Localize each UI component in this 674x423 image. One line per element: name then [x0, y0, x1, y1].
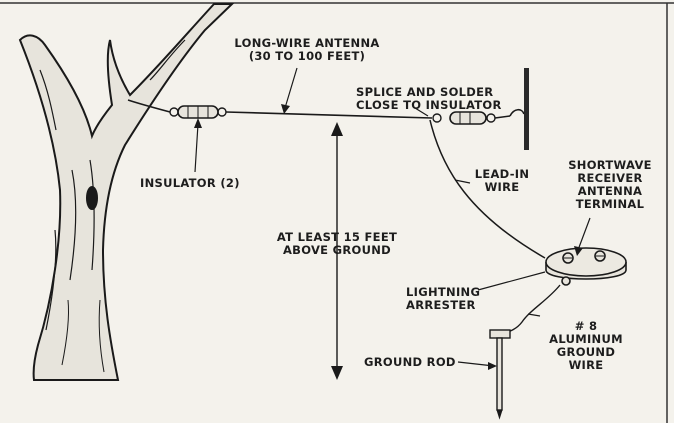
ground-rod-tip	[496, 409, 503, 420]
ground-rod	[489, 329, 511, 420]
lead-in-label-line-2: WIRE	[484, 180, 520, 194]
ground-rod-clamp	[489, 329, 511, 339]
arrester-label: LIGHTNING ARRESTER	[406, 286, 480, 312]
splice-label: SPLICE AND SOLDER CLOSE TO INSULATOR	[356, 86, 502, 112]
antenna-label: LONG-WIRE ANTENNA (30 TO 100 FEET)	[232, 37, 382, 63]
arrester-screw-3	[561, 276, 571, 286]
insulator-right-eye-a	[432, 113, 442, 123]
insulator-left-eye-b	[217, 107, 227, 117]
receiver-leader	[577, 217, 591, 251]
receiver-label-line-3: ANTENNA	[577, 184, 643, 198]
ground-wire-leader	[527, 313, 541, 317]
receiver-label-line-1: SHORTWAVE	[568, 158, 652, 172]
receiver-leader-head	[574, 246, 583, 256]
ground-rod-shaft	[496, 337, 503, 411]
receiver-label-line-2: RECEIVER	[577, 171, 643, 185]
lead-in-label-line-1: LEAD-IN	[474, 167, 530, 181]
lightning-arrester	[545, 247, 627, 286]
tree-bark-1	[69, 169, 77, 281]
ground-rod-label: GROUND ROD	[364, 355, 456, 369]
arrester-label-line-1: LIGHTNING	[406, 285, 481, 299]
tree-bark-5	[39, 69, 57, 131]
long-wire	[225, 111, 433, 119]
ground-wire-label-line-2: ALUMINUM	[549, 332, 623, 346]
arrester-label-line-2: ARRESTER	[406, 298, 476, 312]
ground-wire-label-line-1: # 8	[574, 319, 598, 333]
lead-in-label: LEAD-IN WIRE	[470, 168, 534, 194]
receiver-label-line-4: TERMINAL	[575, 197, 645, 211]
tree-trunk	[18, 3, 235, 381]
hook-wire	[494, 115, 511, 119]
tree-bark-3	[45, 229, 57, 331]
insulator-right	[449, 111, 487, 125]
ground-wire-label-line-4: WIRE	[568, 358, 604, 372]
antenna-label-line-1: LONG-WIRE ANTENNA	[234, 36, 380, 50]
antenna-label-line-2: (30 TO 100 FEET)	[248, 49, 366, 63]
height-label-line-1: AT LEAST 15 FEET	[276, 230, 398, 244]
splice-label-line-2: CLOSE TO INSULATOR	[356, 98, 502, 112]
tree-bark-2	[89, 159, 95, 271]
tree	[18, 3, 235, 381]
ground-rod-leader-head	[488, 362, 497, 370]
ground-wire-label-line-3: GROUND	[556, 345, 616, 359]
height-label: AT LEAST 15 FEET ABOVE GROUND	[267, 231, 407, 257]
insulator-leader-head	[194, 118, 202, 128]
insulator-left-eye-a	[169, 107, 179, 117]
wall-hook	[509, 108, 525, 117]
antenna-leader	[284, 67, 298, 109]
wall-support	[524, 68, 529, 150]
tree-bark-7	[98, 299, 105, 373]
leaders	[194, 67, 591, 370]
tree-bark-4	[149, 39, 186, 81]
insulator-label: INSULATOR (2)	[140, 176, 240, 190]
receiver-label: SHORTWAVE RECEIVER ANTENNA TERMINAL	[560, 159, 660, 211]
insulator-leader	[194, 123, 199, 173]
splice-leader	[414, 107, 429, 117]
antenna-leader-head	[281, 104, 290, 114]
ground-wire-label: # 8 ALUMINUM GROUND WIRE	[538, 320, 634, 372]
arrester-leader	[477, 271, 546, 291]
height-arrow-down	[331, 366, 343, 380]
tree-bark-6	[61, 299, 70, 366]
tree-knot	[86, 186, 98, 210]
tree-tie-wire	[127, 99, 171, 113]
height-dimension	[331, 122, 343, 380]
splice-label-line-1: SPLICE AND SOLDER	[356, 85, 494, 99]
height-arrow-up	[331, 122, 343, 136]
arrester-top	[545, 247, 627, 277]
lead-in-wire	[429, 119, 546, 259]
lead-in-leader	[454, 179, 471, 184]
height-label-line-2: ABOVE GROUND	[282, 243, 392, 257]
insulator-right-eye-b	[486, 113, 496, 123]
